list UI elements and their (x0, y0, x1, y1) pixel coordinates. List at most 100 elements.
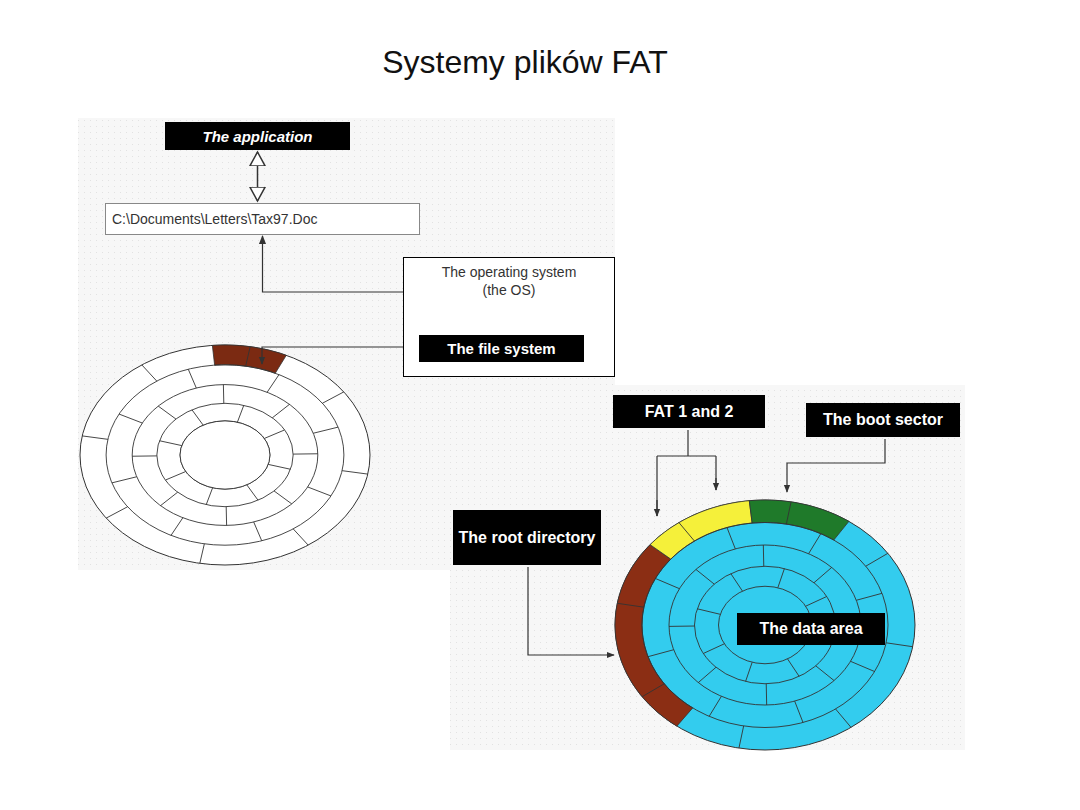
sector-line (739, 726, 744, 748)
sector-line (268, 464, 290, 469)
node-label: The application (202, 128, 312, 145)
disk-track (642, 523, 888, 728)
sector-line (342, 471, 368, 474)
filesystem-box: The file system (419, 335, 584, 362)
disk-segment (650, 501, 752, 559)
disk-track (157, 403, 293, 506)
sector-line (119, 414, 142, 423)
sector-line (223, 385, 224, 404)
sector-line (655, 578, 679, 588)
sector-line (766, 684, 767, 705)
sector-line (795, 701, 803, 722)
sector-line (272, 404, 289, 417)
disk-segment (212, 345, 286, 373)
disk-hub (180, 421, 270, 489)
path-box: C:\Documents\Letters\Tax97.Doc (105, 203, 420, 235)
sector-line (171, 518, 183, 536)
page-title: Systemy plików FAT (0, 44, 1050, 81)
sector-line (746, 662, 753, 681)
sector-line (816, 666, 834, 681)
sector-line (247, 485, 258, 500)
sector-line (264, 430, 284, 439)
node-label: The operating system (the OS) (434, 264, 584, 299)
sector-line (778, 569, 785, 588)
callout-box: The boot sector (806, 403, 960, 437)
sector-line (763, 545, 764, 566)
disk-segment (749, 500, 849, 540)
sector-line (322, 392, 343, 403)
disk-figure (615, 500, 915, 750)
disk-platter (615, 500, 915, 750)
sector-line (851, 661, 875, 671)
sector-line (836, 709, 851, 727)
sector-line (132, 455, 157, 456)
callout-box: The root directory (453, 510, 601, 565)
sector-line (159, 441, 181, 446)
sector-line (106, 507, 127, 518)
node-label: The root directory (459, 529, 596, 547)
sector-line (648, 650, 674, 657)
sector-line (709, 696, 721, 716)
sector-line (82, 436, 108, 439)
sector-line (786, 502, 791, 524)
sector-line (158, 406, 176, 419)
sector-line (293, 453, 318, 454)
sector-line (809, 534, 821, 554)
application-box: The application (165, 122, 350, 150)
sector-line (788, 659, 800, 676)
leader-line (262, 347, 416, 364)
leader-line (528, 567, 614, 655)
sector-line (814, 567, 832, 582)
leader-line (656, 500, 657, 516)
sector-line (669, 626, 694, 627)
disk-track (132, 385, 318, 526)
leader-line (715, 478, 716, 490)
sector-line (308, 487, 331, 496)
sector-line (731, 574, 743, 591)
sector-line (866, 553, 888, 566)
sector-line (313, 427, 338, 433)
sector-line (200, 544, 205, 563)
sector-line (856, 593, 882, 600)
sector-line (703, 644, 724, 654)
sector-line (226, 507, 227, 526)
sector-line (697, 609, 720, 615)
sector-line (696, 569, 714, 584)
connector (257, 152, 259, 201)
sector-line (679, 523, 694, 541)
sector-line (188, 369, 196, 388)
disk-figure (80, 345, 370, 565)
node-label: The file system (447, 340, 555, 357)
sector-line (727, 528, 735, 549)
sector-line (237, 405, 243, 422)
sector-line (267, 375, 279, 393)
disk-platter (80, 345, 370, 565)
sector-line (165, 472, 185, 481)
sector-line (274, 491, 292, 504)
connector (263, 236, 404, 292)
sector-line (112, 477, 137, 483)
sector-line (254, 522, 262, 541)
leader-line (657, 430, 716, 516)
sector-line (886, 643, 913, 647)
os-box: The operating system (the OS) The file sy… (403, 257, 615, 377)
node-label: The data area (759, 620, 862, 638)
sector-line (642, 684, 664, 697)
sector-line (806, 597, 827, 607)
sector-line (192, 410, 203, 425)
disk-track (180, 421, 270, 489)
disk-segment (615, 545, 693, 726)
sector-line (246, 347, 251, 366)
sector-line (698, 667, 716, 682)
sector-line (617, 603, 644, 607)
sector-line (206, 488, 212, 505)
callout-box: The data area (737, 613, 885, 645)
node-label: The boot sector (823, 411, 943, 429)
node-label: FAT 1 and 2 (645, 403, 734, 421)
sector-line (161, 492, 178, 505)
background-panel (450, 385, 965, 750)
sector-line (293, 529, 308, 545)
leader-line (787, 439, 885, 492)
disk-track (106, 365, 344, 545)
